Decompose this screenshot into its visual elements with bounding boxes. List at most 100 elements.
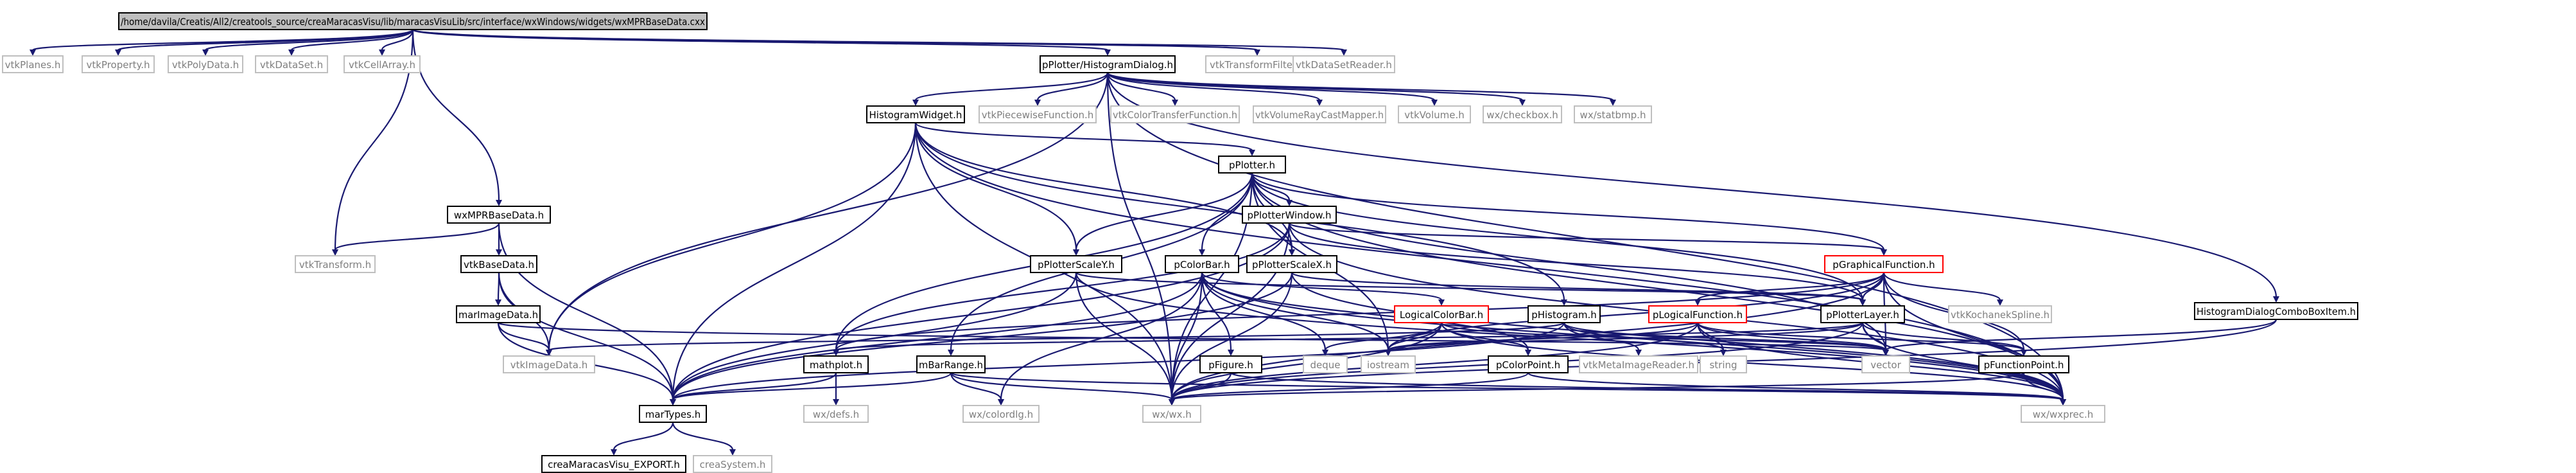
node-HistogramDialogComboBoxItem[interactable]: HistogramDialogComboBoxItem.h	[2194, 302, 2358, 320]
node-label-vtkDataSetReader: vtkDataSetReader.h	[1296, 59, 1392, 71]
node-box-creaSystem	[693, 455, 772, 473]
node-pPlotterWindow[interactable]: pPlotterWindow.h	[1242, 206, 1337, 224]
node-root[interactable]: /home/davila/Creatis/All2/creatools_sour…	[118, 12, 708, 30]
node-vtkKochanekSpline: vtkKochanekSpline.h	[1948, 305, 2052, 323]
node-box-mathplot	[803, 355, 869, 373]
arrowhead-root-to-vtkPolyData	[202, 49, 209, 56]
node-mathplot[interactable]: mathplot.h	[803, 355, 869, 373]
edge-pPlotterLayer-to-iostream	[1387, 321, 1864, 352]
node-label-LogicalColorBar: LogicalColorBar.h	[1400, 309, 1483, 321]
node-box-vtkVolume	[1398, 105, 1471, 123]
node-vtkVolumeRayCastMapper: vtkVolumeRayCastMapper.h	[1253, 105, 1386, 123]
node-label-vtkImageData: vtkImageData.h	[510, 359, 588, 371]
edge-HistogramWidget-to-pPlotter	[914, 121, 1253, 152]
arrowhead-root-to-vtkCellArray	[379, 49, 385, 56]
node-pLogicalFunction[interactable]: pLogicalFunction.h	[1648, 305, 1747, 323]
edge-pPlotterHistogramDialog-to-wxwx	[1106, 72, 1173, 400]
node-label-wxcheckbox: wx/checkbox.h	[1486, 109, 1558, 121]
edge-pColorBar-to-wxwx	[1171, 272, 1203, 400]
arrowhead-root-to-vtkDataSet	[288, 49, 295, 56]
node-label-vtkCellArray: vtkCellArray.h	[349, 59, 415, 71]
edge-mBarRange-to-marTypes	[672, 372, 952, 401]
node-label-vtkVolume: vtkVolume.h	[1404, 109, 1465, 121]
node-label-wxwxprec: wx/wxprec.h	[2033, 409, 2093, 420]
arrowhead-pPlotterLayer-to-pFunctionPoint	[2021, 350, 2027, 356]
node-label-wxdefs: wx/defs.h	[813, 409, 859, 420]
node-box-vtkProperty	[82, 55, 155, 73]
node-box-pColorPoint	[1488, 355, 1569, 373]
node-vtkMetaImageReader: vtkMetaImageReader.h	[1579, 355, 1698, 373]
node-deque: deque	[1303, 355, 1348, 373]
node-vtkCellArray: vtkCellArray.h	[344, 55, 421, 73]
arrowhead-pGraphicalFunction-to-pPlotterLayer	[1859, 299, 1866, 306]
node-label-iostream: iostream	[1367, 359, 1409, 371]
edge-pGraphicalFunction-to-wxwx	[1171, 272, 1885, 400]
node-label-vector: vector	[1870, 359, 1901, 371]
edge-pGraphicalFunction-to-pLogicalFunction	[1696, 272, 1885, 301]
node-pColorBar[interactable]: pColorBar.h	[1165, 255, 1239, 273]
node-pPlotterLayer[interactable]: pPlotterLayer.h	[1820, 305, 1905, 323]
arrowhead-pPlotterHistogramDialog-to-vtkVolumeRayCastMapper	[1316, 100, 1323, 106]
node-label-pGraphicalFunction: pGraphicalFunction.h	[1832, 259, 1935, 271]
node-HistogramWidget[interactable]: HistogramWidget.h	[866, 105, 965, 123]
node-label-pHistogram: pHistogram.h	[1531, 309, 1597, 321]
node-box-creaMaracasVisu_EXPORT	[541, 455, 686, 473]
node-wxcheckbox: wx/checkbox.h	[1483, 105, 1562, 123]
node-label-creaSystem: creaSystem.h	[700, 459, 766, 470]
node-vtkDataSetReader: vtkDataSetReader.h	[1292, 55, 1395, 73]
node-pFigure[interactable]: pFigure.h	[1199, 355, 1262, 373]
node-box-wxMPRBaseData	[447, 206, 551, 224]
node-pPlotterScaleX[interactable]: pPlotterScaleX.h	[1246, 255, 1337, 273]
node-pFunctionPoint[interactable]: pFunctionPoint.h	[1978, 355, 2069, 373]
node-wxMPRBaseData[interactable]: wxMPRBaseData.h	[447, 206, 551, 224]
node-pPlotter[interactable]: pPlotter.h	[1218, 156, 1286, 174]
edge-root-to-vtkPolyData	[204, 28, 414, 51]
node-wxstatbmp: wx/statbmp.h	[1574, 105, 1652, 123]
node-creaMaracasVisu_EXPORT[interactable]: creaMaracasVisu_EXPORT.h	[541, 455, 686, 473]
arrowhead-pColorBar-to-pFigure	[1228, 350, 1234, 356]
node-pGraphicalFunction[interactable]: pGraphicalFunction.h	[1824, 255, 1944, 273]
node-label-HistogramWidget: HistogramWidget.h	[869, 109, 962, 121]
edge-pGraphicalFunction-to-iostream	[1387, 272, 1885, 351]
node-box-pHistogram	[1527, 305, 1601, 323]
node-marTypes[interactable]: marTypes.h	[639, 405, 707, 423]
edge-pColorBar-to-pFigure	[1201, 272, 1232, 351]
arrowhead-pPlotterHistogramDialog-to-wxcheckbox	[1519, 100, 1526, 106]
node-LogicalColorBar[interactable]: LogicalColorBar.h	[1394, 305, 1489, 323]
node-box-vtkVolumeRayCastMapper	[1253, 105, 1386, 123]
edge-pColorPoint-to-wxwxprec	[1527, 371, 2064, 401]
node-box-vtkBaseData	[460, 255, 537, 273]
edge-root-to-vtkDataSet	[290, 29, 414, 51]
node-pHistogram[interactable]: pHistogram.h	[1527, 305, 1601, 323]
node-mBarRange[interactable]: mBarRange.h	[916, 355, 986, 373]
edge-pPlotterLayer-to-pFunctionPoint	[1861, 322, 2025, 351]
node-label-vtkPlanes: vtkPlanes.h	[5, 59, 61, 71]
arrowhead-pPlotterLayer-to-vector	[1883, 350, 1889, 356]
arrowhead-marTypes-to-creaMaracasVisu_EXPORT	[611, 449, 617, 456]
edge-pHistogram-to-vector	[1563, 322, 1887, 352]
node-vtkBaseData[interactable]: vtkBaseData.h	[460, 255, 537, 273]
graph-edges	[30, 28, 2279, 456]
node-vtkTransform: vtkTransform.h	[295, 255, 376, 273]
node-box-pPlotterScaleX	[1246, 255, 1337, 273]
node-pPlotterScaleY[interactable]: pPlotterScaleY.h	[1030, 255, 1122, 273]
node-label-vtkColorTransferFunction: vtkColorTransferFunction.h	[1113, 109, 1237, 121]
node-label-root: /home/davila/Creatis/All2/creatools_sour…	[121, 16, 705, 28]
node-box-deque	[1303, 355, 1348, 373]
node-pPlotterHistogramDialog[interactable]: pPlotter/HistogramDialog.h	[1040, 55, 1176, 73]
node-box-root	[118, 12, 708, 30]
edge-marImageData-to-vector	[497, 321, 1887, 352]
edge-pPlotterHistogramDialog-to-vtkVolume	[1106, 72, 1436, 102]
node-label-creaMaracasVisu_EXPORT: creaMaracasVisu_EXPORT.h	[548, 459, 680, 471]
node-label-wxwx: wx/wx.h	[1152, 409, 1192, 420]
arrowhead-pGraphicalFunction-to-vtkKochanekSpline	[1997, 299, 2003, 306]
node-label-vtkTransform: vtkTransform.h	[299, 259, 371, 271]
arrowhead-pPlotter-to-mBarRange	[948, 350, 954, 356]
edge-LogicalColorBar-to-wxwxprec	[1440, 322, 2064, 400]
node-box-vtkColorTransferFunction	[1110, 105, 1240, 123]
node-pColorPoint[interactable]: pColorPoint.h	[1488, 355, 1569, 373]
node-marImageData[interactable]: marImageData.h	[456, 305, 541, 323]
arrowhead-pPlotterHistogramDialog-to-HistogramDialogComboBoxItem	[2273, 296, 2279, 303]
arrowhead-pPlotterHistogramDialog-to-vtkPiecewiseFunction	[1034, 100, 1041, 106]
node-box-mBarRange	[916, 355, 986, 373]
